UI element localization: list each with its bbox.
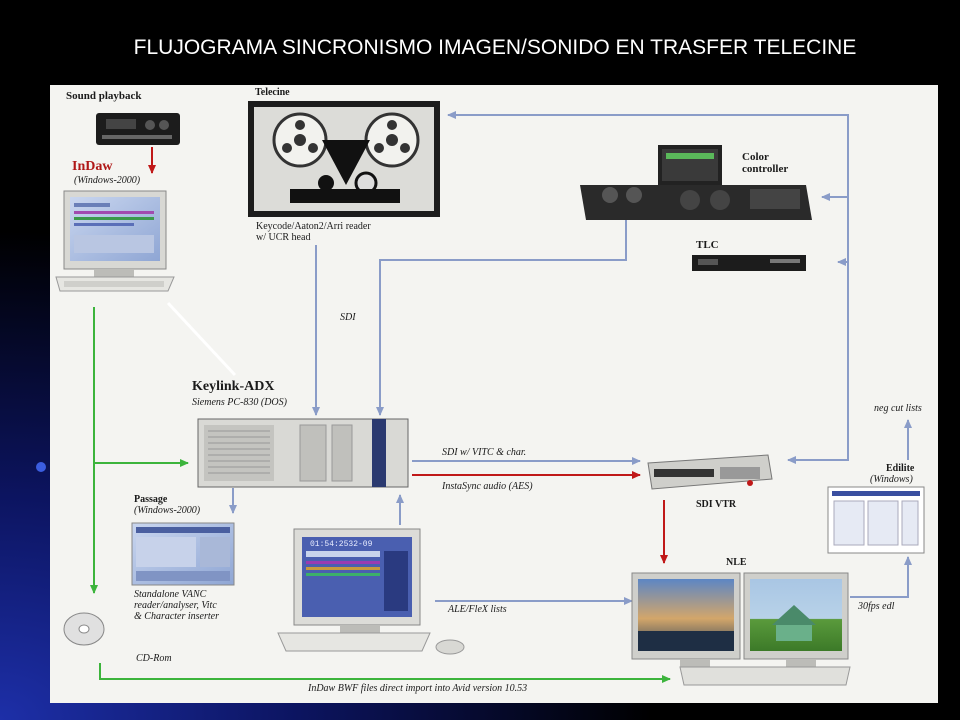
nle-workstation — [631, 572, 851, 686]
slide-title: FLUJOGRAMA SINCRONISMO IMAGEN/SONIDO EN … — [133, 36, 857, 59]
label-sdi-vtr: SDI VTR — [696, 499, 737, 510]
label-edilite-os: (Windows) — [870, 474, 913, 485]
connections — [90, 111, 912, 683]
color-controller — [580, 145, 812, 220]
label-indaw: InDaw — [72, 159, 113, 174]
link-color-to-keylink — [376, 220, 627, 416]
label-tlc: TLC — [696, 239, 719, 251]
label-sdi-vitc: SDI w/ VITC & char. — [442, 447, 527, 458]
label-passage-desc-1: Standalone VANC — [134, 589, 207, 600]
center-monitor — [277, 528, 465, 655]
label-color-controller-1: Color — [742, 151, 769, 163]
label-instasync: InstaSync audio (AES) — [442, 481, 533, 492]
label-neg-cut: neg cut lists — [874, 403, 922, 414]
label-nle: NLE — [726, 557, 747, 568]
link-indaw-serial — [166, 301, 237, 377]
label-sound-playback: Sound playback — [66, 90, 142, 102]
label-telecine-reader-2: w/ UCR head — [256, 232, 311, 243]
link-cd-to-nle — [99, 663, 671, 683]
label-color-controller-2: controller — [742, 163, 789, 175]
label-sdi: SDI — [340, 312, 356, 323]
label-passage: Passage — [134, 494, 168, 505]
passage-screen — [131, 522, 235, 586]
label-keylink: Keylink-ADX — [192, 379, 275, 394]
label-bwf-import: InDaw BWF files direct import into Avid … — [308, 683, 528, 694]
label-passage-desc-2: reader/analyser, Vitc — [134, 600, 217, 611]
diagram-svg — [55, 101, 925, 686]
monitor-readout: 01:54:2532-09 — [310, 540, 373, 549]
label-30fps-edl: 30fps edl — [858, 601, 895, 612]
label-edilite: Edilite — [886, 463, 915, 474]
label-telecine: Telecine — [255, 87, 290, 98]
sound-playback-device — [96, 113, 180, 145]
indaw-computer — [55, 190, 175, 292]
label-keylink-sub: Siemens PC-830 (DOS) — [192, 397, 287, 408]
label-passage-desc-3: & Character inserter — [134, 611, 219, 622]
label-passage-os: (Windows-2000) — [134, 505, 201, 516]
label-ale-flex: ALE/FleX lists — [448, 604, 507, 615]
link-right-loop-vtr — [787, 455, 849, 464]
cd-rom-disc — [63, 612, 105, 646]
sdi-vtr-deck — [647, 454, 773, 490]
link-nle-to-edilite — [850, 556, 912, 598]
label-cdrom: CD-Rom — [136, 653, 172, 664]
link-right-loop-telecine — [447, 111, 849, 455]
diagram-panel: Sound playback InDaw (Windows-2000) Tele… — [50, 85, 938, 703]
label-indaw-os: (Windows-2000) — [74, 175, 141, 186]
label-telecine-reader-1: Keycode/Aaton2/Arri reader — [256, 221, 371, 232]
tlc-unit — [692, 255, 806, 271]
keylink-rack — [197, 418, 409, 488]
bullet-dot — [36, 462, 46, 472]
edilite-screen — [827, 486, 925, 554]
telecine-machine — [248, 101, 440, 217]
